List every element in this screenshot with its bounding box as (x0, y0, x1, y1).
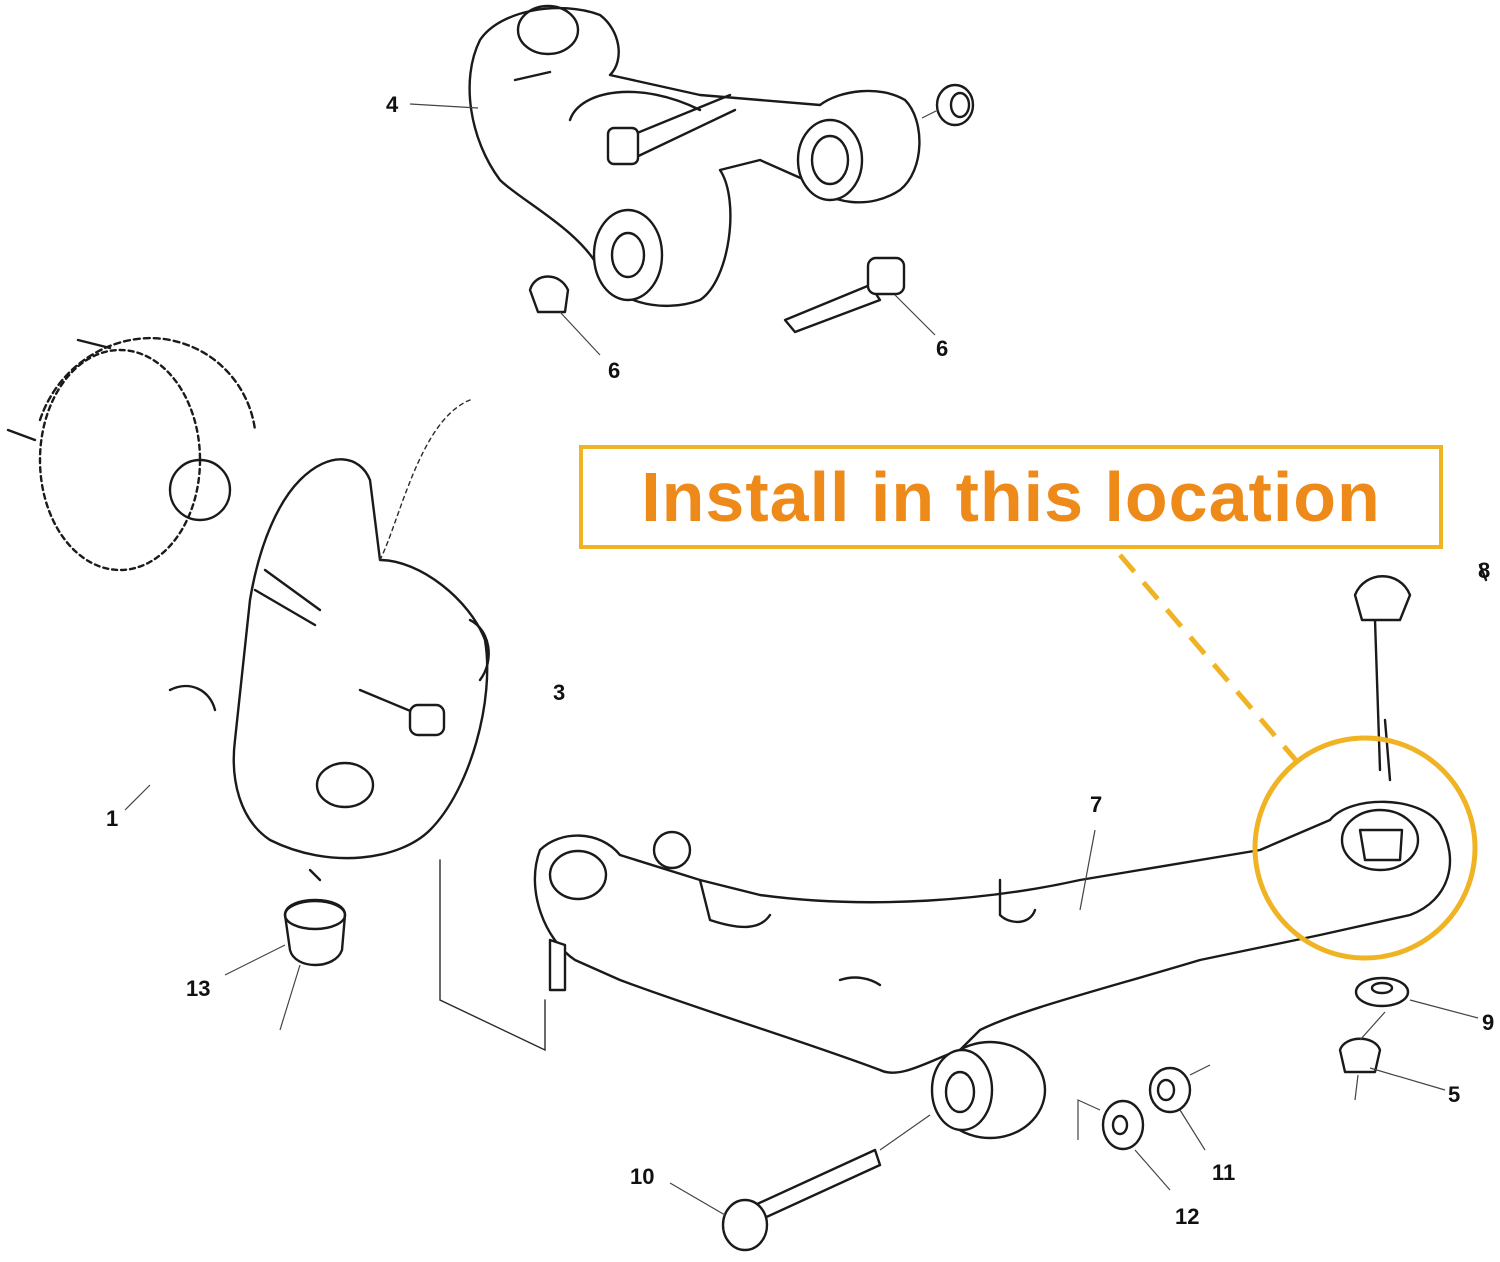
part-number-8: 8 (1478, 558, 1490, 583)
nut-5 (1338, 1037, 1382, 1074)
bushing-13 (283, 898, 347, 967)
washer-9 (1354, 976, 1410, 1008)
part-number-7: 7 (1090, 792, 1102, 817)
callout-connector-line (1118, 553, 1302, 767)
washer-11 (1148, 1066, 1192, 1114)
part-number-10: 10 (630, 1164, 654, 1189)
steering-knuckle (6, 336, 490, 882)
bolt-upper-arm (783, 256, 906, 334)
part-number-3: 3 (553, 680, 565, 705)
part-number-1: 1 (106, 806, 118, 831)
part-number-9: 9 (1482, 1010, 1494, 1035)
install-callout-text: Install in this location (641, 458, 1381, 536)
leader-lines (124, 103, 1479, 1216)
part-number-6-bolt: 6 (936, 336, 948, 361)
part-number-labels: 4 6 6 1 3 7 8 9 5 13 10 11 12 (106, 92, 1494, 1229)
part-number-13: 13 (186, 976, 210, 1001)
upper-control-arm (468, 4, 921, 308)
mark-8 (1478, 563, 1488, 582)
part-number-6-nut: 6 (608, 358, 620, 383)
nut-upper-arm (528, 275, 570, 314)
washer-top (935, 83, 975, 127)
washer-12 (1101, 1099, 1145, 1151)
install-callout-box: Install in this location (579, 445, 1443, 549)
lower-control-arm (439, 575, 1452, 1140)
part-number-4: 4 (386, 92, 399, 117)
part-number-11: 11 (1212, 1160, 1235, 1185)
install-location-circle (1252, 735, 1478, 961)
bolt-10 (721, 1148, 882, 1252)
part-number-12: 12 (1175, 1204, 1199, 1229)
part-number-5: 5 (1448, 1082, 1460, 1107)
